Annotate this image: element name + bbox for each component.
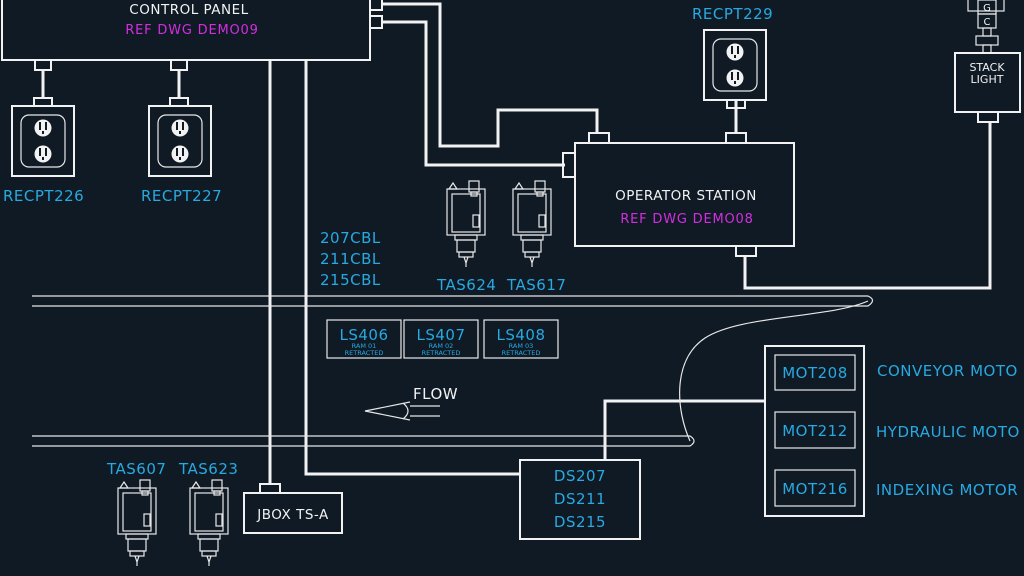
recept-227-label: RECPT227 xyxy=(141,187,222,205)
junction-box: JBOX TS-A xyxy=(243,483,343,534)
cable-211-label: 211CBL xyxy=(320,250,381,268)
ls408-line1: RAM 03 xyxy=(509,342,534,350)
receptacle-tab xyxy=(33,97,53,107)
ls406-tag: LS406 xyxy=(339,326,388,344)
limit-switch-ls406: LS406 RAM 01 RETRACTED xyxy=(326,319,402,359)
limit-switch-ls407: LS407 RAM 02 RETRACTED xyxy=(403,319,479,359)
sensor-tas623-label: TAS623 xyxy=(178,460,238,478)
receptacle-229 xyxy=(703,29,767,101)
stack-light-line2: LIGHT xyxy=(971,73,1004,86)
station-terminal xyxy=(725,132,747,144)
mot208-desc: CONVEYOR MOTO xyxy=(877,362,1018,380)
panel-terminal xyxy=(34,59,52,71)
station-terminal xyxy=(735,245,757,257)
ls406-line1: RAM 01 xyxy=(352,342,377,350)
motor-panel: MOT208 MOT212 MOT216 xyxy=(764,345,865,517)
stack-light: G C STACK LIGHT xyxy=(954,0,1021,123)
operator-station-title: OPERATOR STATION xyxy=(615,188,757,204)
conveyor-outline xyxy=(32,295,874,447)
disconnect-box: DS207 DS211 DS215 xyxy=(519,459,641,540)
sensor-tas617-label: TAS617 xyxy=(506,276,566,294)
mot208-label: MOT208 xyxy=(782,364,848,382)
flow-label: FLOW xyxy=(413,385,458,403)
cable-215-label: 215CBL xyxy=(320,271,381,289)
ls407-line1: RAM 02 xyxy=(429,342,454,350)
ls408-tag: LS408 xyxy=(496,326,545,344)
sensor-tas617 xyxy=(512,180,552,268)
mot212-label: MOT212 xyxy=(782,422,848,440)
sensor-tas607 xyxy=(117,479,157,567)
ls408-line2: RETRACTED xyxy=(502,349,541,357)
ds211-label: DS211 xyxy=(554,490,606,508)
stack-light-line1: STACK xyxy=(969,61,1005,74)
panel-terminal xyxy=(170,59,188,71)
jbox-label: JBOX TS-A xyxy=(256,507,329,523)
mot216-label: MOT216 xyxy=(782,480,848,498)
control-panel-ref: REF DWG DEMO09 xyxy=(125,23,258,38)
panel-terminal xyxy=(369,0,383,11)
mot212-desc: HYDRAULIC MOTO xyxy=(876,423,1020,441)
stack-lamp-g: G xyxy=(983,3,991,14)
cable-207-label: 207CBL xyxy=(320,229,381,247)
station-terminal xyxy=(588,132,610,144)
flow-arrow-icon xyxy=(364,401,440,421)
receptacle-tab xyxy=(169,97,189,107)
ds215-label: DS215 xyxy=(554,513,606,531)
sensor-tas607-label: TAS607 xyxy=(106,460,166,478)
ls406-line2: RETRACTED xyxy=(345,349,384,357)
stack-lamp-c: C xyxy=(984,17,991,28)
ds207-label: DS207 xyxy=(554,467,606,485)
ls407-tag: LS407 xyxy=(416,326,465,344)
sensor-tas624 xyxy=(446,180,486,268)
receptacle-tab xyxy=(726,99,746,109)
panel-terminal xyxy=(369,15,383,29)
wire-runs xyxy=(41,2,992,484)
control-panel-title: CONTROL PANEL xyxy=(129,2,248,18)
station-terminal xyxy=(562,152,576,178)
limit-switch-ls408: LS408 RAM 03 RETRACTED xyxy=(483,319,559,359)
sensor-tas624-label: TAS624 xyxy=(436,276,496,294)
recept-229-label: RECPT229 xyxy=(692,5,773,23)
operator-station-ref: REF DWG DEMO08 xyxy=(620,212,753,227)
recept-226-label: RECPT226 xyxy=(3,187,84,205)
ls407-line2: RETRACTED xyxy=(422,349,461,357)
receptacle-226 xyxy=(11,105,75,177)
control-panel: CONTROL PANEL REF DWG DEMO09 xyxy=(1,0,371,61)
receptacle-227 xyxy=(148,105,212,177)
mot216-desc: INDEXING MOTOR xyxy=(876,481,1018,499)
sensor-tas623 xyxy=(189,479,229,567)
operator-station: OPERATOR STATION REF DWG DEMO08 xyxy=(574,142,795,247)
